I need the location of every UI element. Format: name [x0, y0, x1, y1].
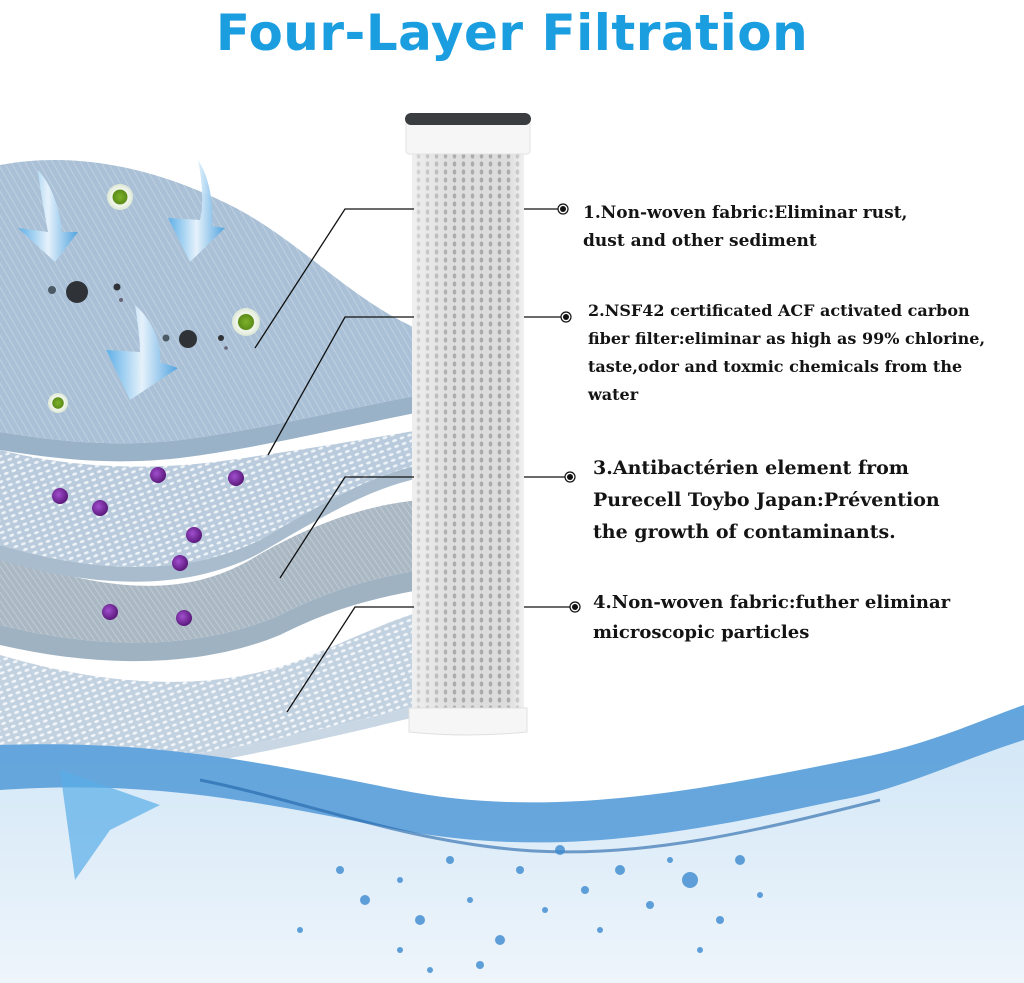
callout-layer-2: 2.NSF42 certificated ACF activated carbo… — [588, 297, 1018, 409]
bacteria-icon — [48, 393, 68, 413]
callout-line: taste,odor and toxmic chemicals from the — [588, 357, 963, 376]
callout-layer-1: 1.Non-woven fabric:Eliminar rust, dust a… — [583, 199, 1003, 255]
bacteria-icon — [107, 184, 133, 210]
bacteria-icon — [232, 308, 260, 336]
callout-layer-4: 4.Non-woven fabric:futher eliminar micro… — [593, 588, 1013, 648]
water-splash — [0, 705, 1024, 983]
callout-line: 1.Non-woven fabric:Eliminar rust, — [583, 203, 908, 223]
callout-line: dust and other sediment — [583, 231, 817, 251]
callout-layer-3: 3.Antibactérien element from Purecell To… — [593, 452, 1013, 548]
page-title: Four-Layer Filtration — [215, 4, 809, 62]
callout-line: 2.NSF42 certificated ACF activated carbo… — [588, 301, 970, 320]
callout-line: 4.Non-woven fabric:futher eliminar — [593, 592, 951, 613]
purple-particle-icon — [52, 467, 244, 626]
carbon-fiber-filter-cartridge — [405, 113, 531, 736]
layer-1-non-woven — [0, 159, 420, 462]
water-flow-arrow-icon — [18, 170, 78, 262]
water-flow-arrow-icon — [168, 160, 225, 262]
water-flow-arrow-icon — [106, 305, 178, 400]
callout-bullet-icon — [557, 203, 581, 613]
callout-line: water — [588, 385, 639, 404]
layer-2-acf-carbon — [0, 430, 420, 582]
callout-line: fiber filter:eliminar as high as 99% chl… — [588, 329, 986, 348]
callout-line: the growth of contaminants. — [593, 521, 896, 543]
callout-line: microscopic particles — [593, 622, 810, 643]
callout-line: Purecell Toybo Japan:Prévention — [593, 489, 940, 511]
sediment-particle-icon — [48, 281, 228, 350]
callout-line: 3.Antibactérien element from — [593, 457, 909, 479]
leader-lines — [254, 208, 570, 713]
